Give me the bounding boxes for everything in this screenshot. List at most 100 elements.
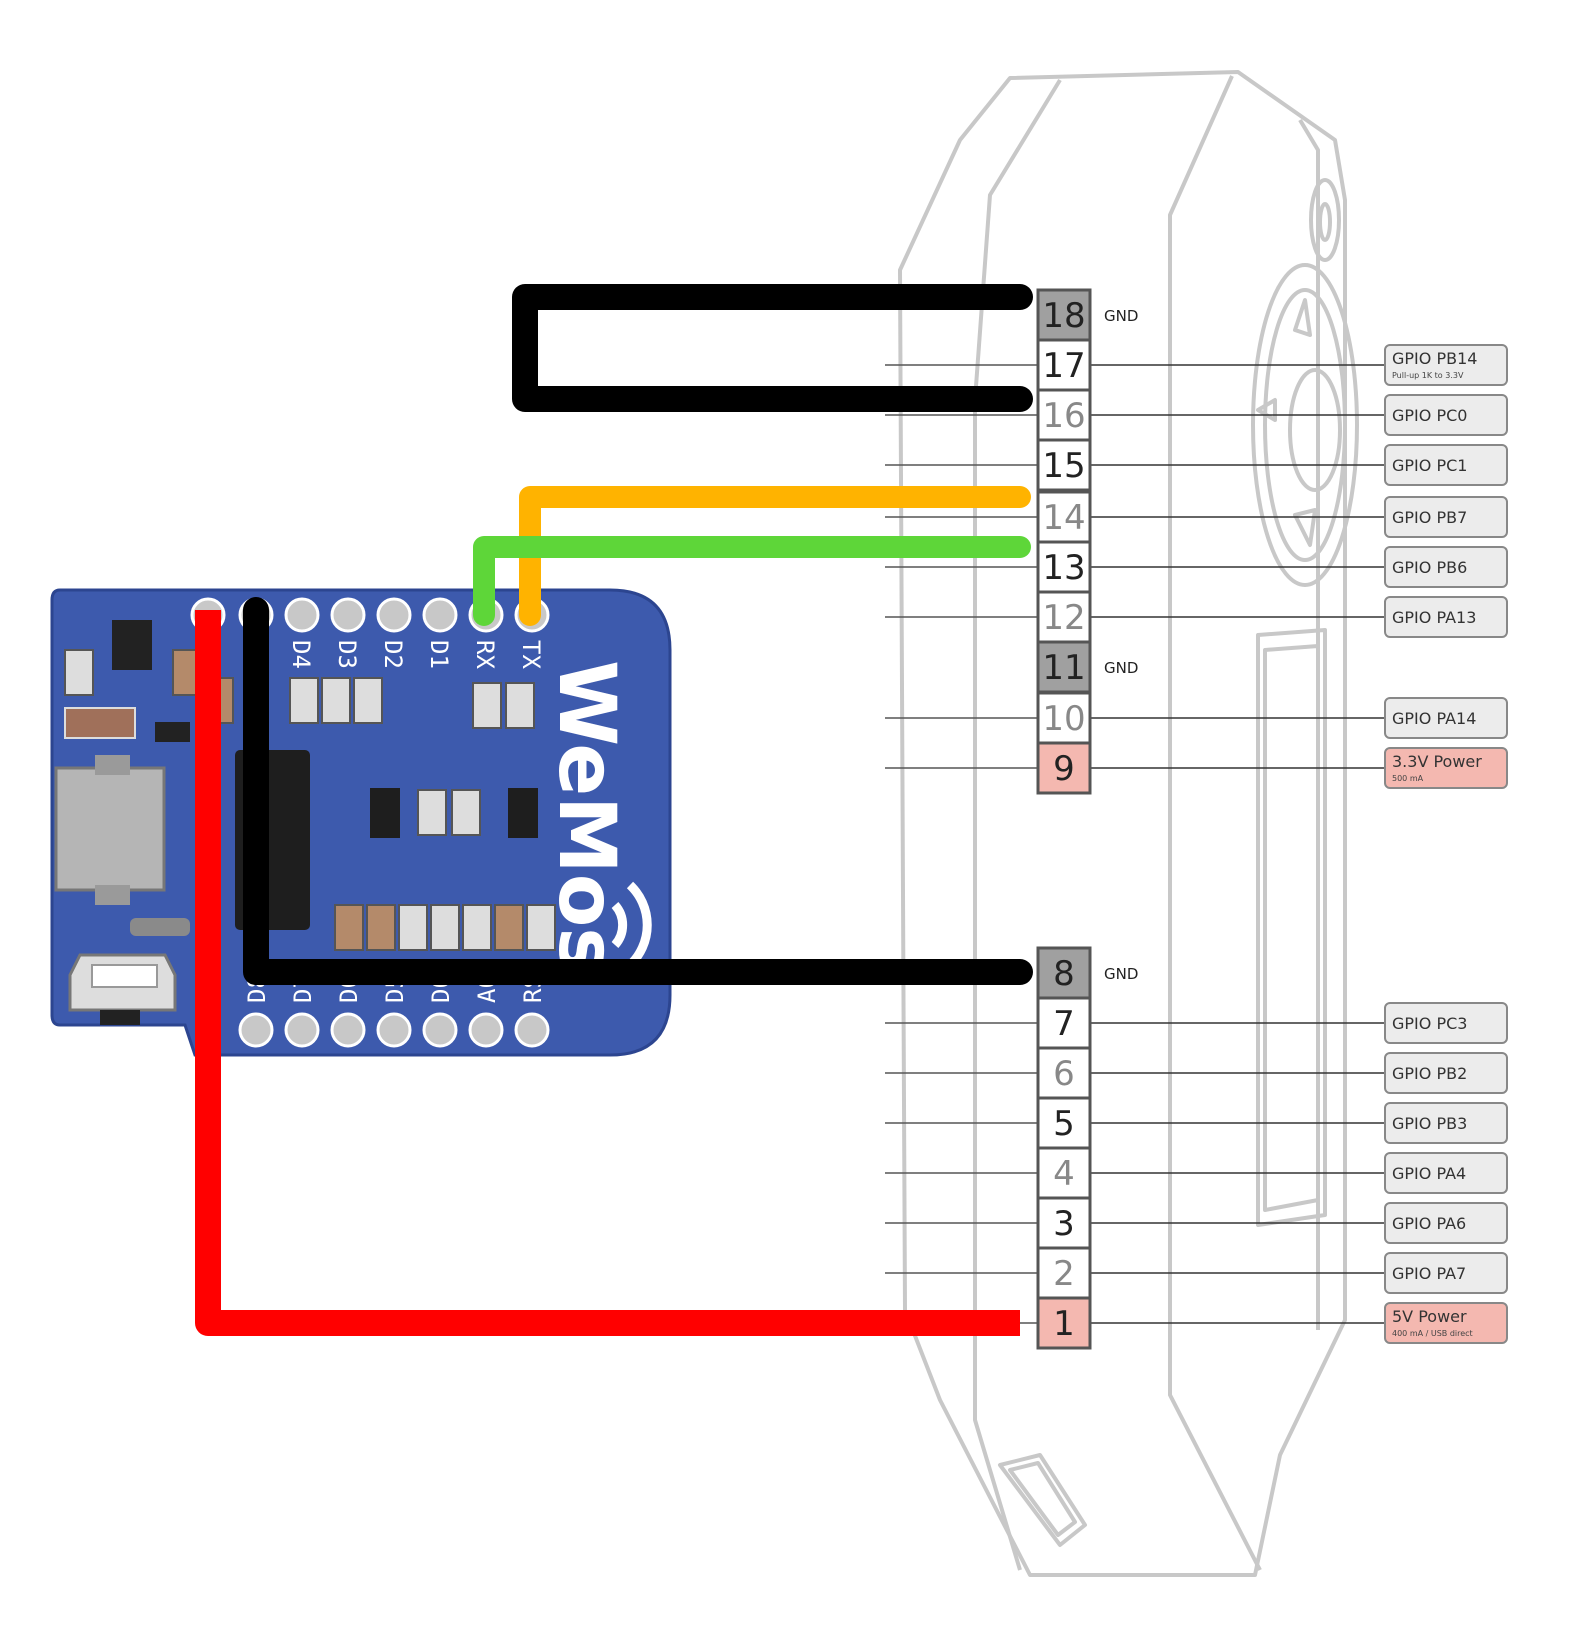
wire-rx-13 <box>473 536 1031 626</box>
pin-cell <box>1036 1196 1092 1250</box>
label-subtext: 400 mA / USB direct <box>1392 1329 1473 1338</box>
pin-number: 18 <box>1042 296 1085 336</box>
board-reset-button-cap <box>91 964 158 988</box>
device-outline <box>898 70 1359 1577</box>
board-pin-label-top: D1 <box>425 640 453 669</box>
board-smd-part <box>334 904 364 951</box>
dpad-ring-inner <box>1263 288 1347 562</box>
label-text: 5V Power <box>1392 1307 1467 1326</box>
board-logo: WeMos <box>541 660 631 974</box>
label-text: GPIO PA7 <box>1392 1264 1466 1283</box>
pin-14: 14 <box>1036 490 1092 544</box>
usb-port-inner <box>1008 1461 1077 1537</box>
side-button-top <box>1309 178 1341 262</box>
label-box <box>1384 546 1508 588</box>
label-text: GPIO PB6 <box>1392 558 1467 577</box>
label-4: GPIO PA4 <box>1384 1152 1508 1194</box>
label-text: GPIO PB2 <box>1392 1064 1467 1083</box>
board-smd-part <box>366 904 396 951</box>
board-resistor-b <box>321 677 351 724</box>
board-crystal <box>130 918 190 936</box>
board-usb-bracket-bot <box>95 885 130 905</box>
pin-cell <box>1036 1296 1092 1350</box>
side-slot-outer <box>1256 628 1327 1227</box>
board-smd-part <box>430 904 460 951</box>
pin-number: 1 <box>1053 1304 1075 1344</box>
pin-number: 7 <box>1053 1004 1075 1044</box>
board-pad-bottom <box>422 1012 458 1048</box>
board-resistor-e <box>505 682 535 729</box>
label-box <box>1384 1302 1508 1344</box>
label-text: GPIO PC3 <box>1392 1014 1467 1033</box>
label-box <box>1384 1202 1508 1244</box>
board-resistor-a <box>289 677 319 724</box>
pin-number: 14 <box>1042 498 1085 538</box>
board-pad-top <box>284 597 320 633</box>
board-smd-row <box>334 904 556 951</box>
board-cap-3 <box>64 707 136 739</box>
label-3: GPIO PA6 <box>1384 1202 1508 1244</box>
board-smd-part <box>526 904 556 951</box>
wire-gnd-loop-18-16 <box>512 284 1033 412</box>
pin-6: 6 <box>1036 1046 1092 1100</box>
board-pad-bottom <box>376 1012 412 1048</box>
pin-number: 15 <box>1042 446 1085 486</box>
label-box <box>1384 444 1508 486</box>
pin-number: 2 <box>1053 1254 1075 1294</box>
pin-leader-lines <box>885 364 1385 1324</box>
board-resistor-c <box>353 677 383 724</box>
pin-12: 12 <box>1036 590 1092 644</box>
label-subtext: 500 mA <box>1392 774 1424 783</box>
label-box <box>1384 697 1508 739</box>
label-5: GPIO PB3 <box>1384 1102 1508 1144</box>
board-diode <box>155 722 190 742</box>
label-16: GPIO PC0 <box>1384 394 1508 436</box>
board-pad-top <box>376 597 412 633</box>
label-6: GPIO PB2 <box>1384 1052 1508 1094</box>
board-smd-part <box>462 904 492 951</box>
board-transistor-2 <box>508 788 538 838</box>
label-text: GPIO PA14 <box>1392 709 1476 728</box>
label-15: GPIO PC1 <box>1384 444 1508 486</box>
label-14: GPIO PB7 <box>1384 496 1508 538</box>
label-box <box>1384 596 1508 638</box>
label-2: GPIO PA7 <box>1384 1252 1508 1294</box>
label-10: GPIO PA14 <box>1384 697 1508 739</box>
label-text: GPIO PA4 <box>1392 1164 1466 1183</box>
label-box <box>1384 344 1508 386</box>
dpad-down-arrow <box>1293 508 1317 547</box>
pin-7: 7 <box>1036 996 1092 1050</box>
pin-cell <box>1036 388 1092 442</box>
board-pad-top <box>422 597 458 633</box>
pin-4: 4 <box>1036 1146 1092 1200</box>
board-pad-bottom <box>468 1012 504 1048</box>
board-usb-bracket-top <box>95 755 130 775</box>
pin-number: 5 <box>1053 1104 1075 1144</box>
pin-cell <box>1036 1096 1092 1150</box>
board-pin-label-top: D2 <box>379 640 407 669</box>
pin-16: 16 <box>1036 388 1092 442</box>
board-pin-label-top: D3 <box>333 640 361 669</box>
pin-number: 13 <box>1042 548 1085 588</box>
pin-number: 9 <box>1053 749 1075 789</box>
pin-2: 2 <box>1036 1246 1092 1300</box>
board-wifi-icon <box>611 881 652 969</box>
pin-9: 9 <box>1036 741 1092 795</box>
pin-17: 17 <box>1036 338 1092 392</box>
board-pin-label-top: TX <box>517 640 545 669</box>
dpad-center <box>1288 368 1342 492</box>
board-pin-label-top: D4 <box>287 640 315 669</box>
dpad-up-arrow <box>1293 298 1312 337</box>
label-box <box>1384 1002 1508 1044</box>
pin-cell <box>1036 1046 1092 1100</box>
label-13: GPIO PB6 <box>1384 546 1508 588</box>
pin-number: 6 <box>1053 1054 1075 1094</box>
label-7: GPIO PC3 <box>1384 1002 1508 1044</box>
label-box <box>1384 747 1508 789</box>
